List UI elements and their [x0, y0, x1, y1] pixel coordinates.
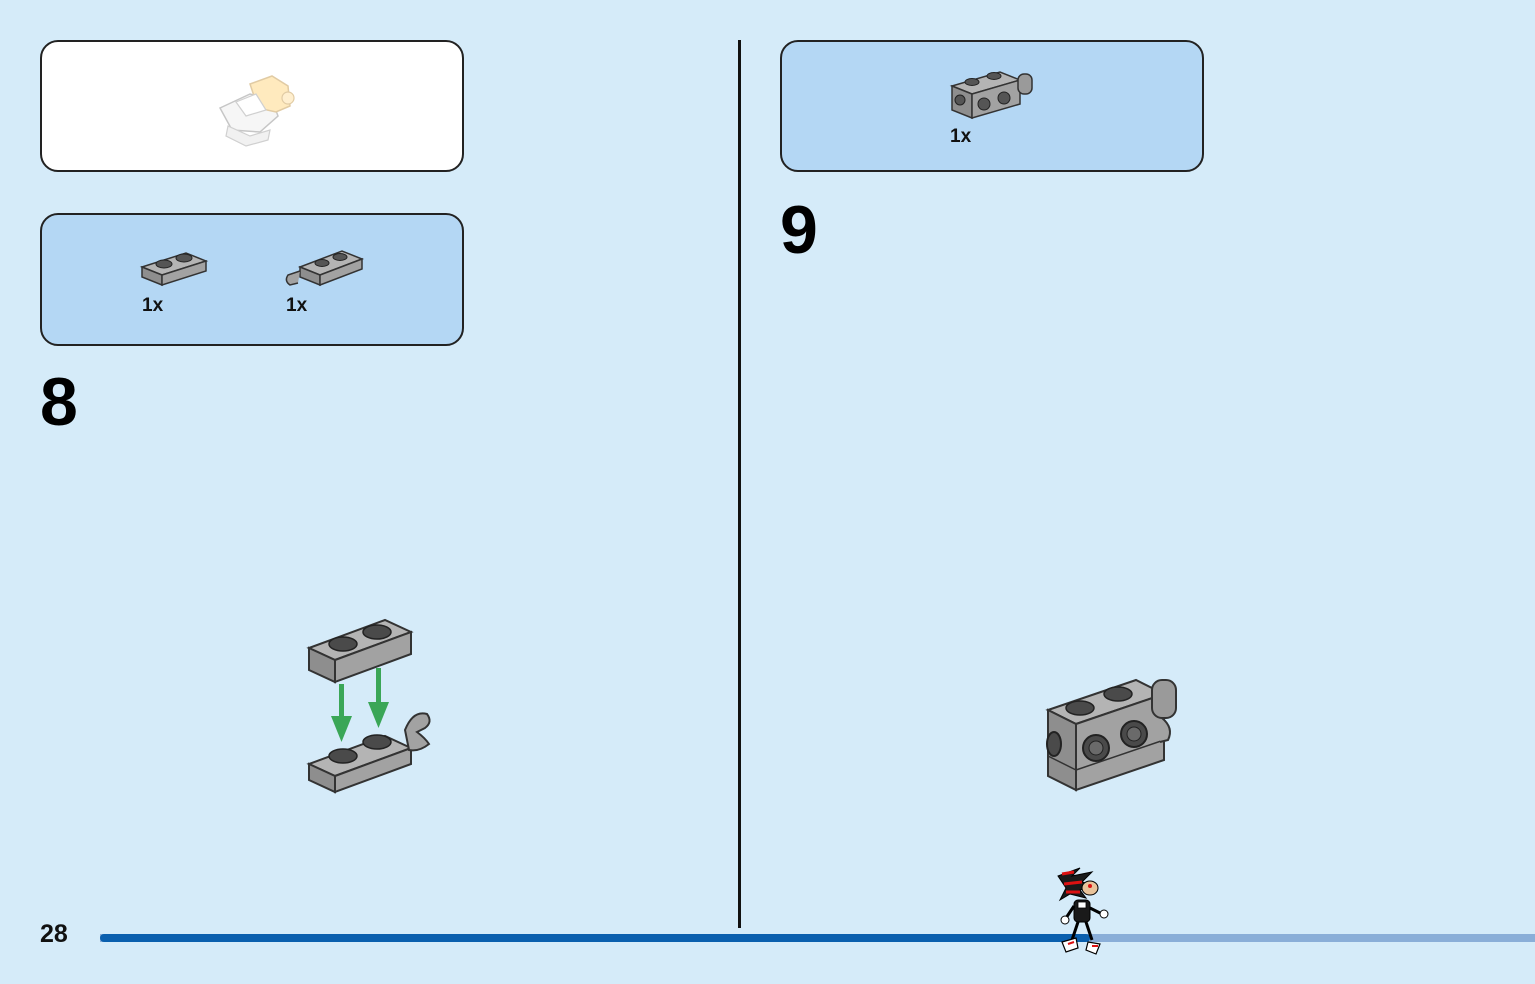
mascot-character-icon	[1057, 867, 1109, 955]
page-number: 28	[40, 920, 68, 948]
subassembly-icon	[218, 75, 295, 147]
progress-fill	[100, 934, 1091, 942]
part-qty: 1x	[950, 126, 972, 147]
step9-assembly-illustration	[1045, 678, 1177, 792]
page-divider	[738, 40, 741, 928]
step-number: 8	[40, 364, 78, 440]
plate-1x2-icon	[139, 252, 209, 287]
step8-parts-panel: 1x 1x	[40, 213, 464, 346]
arrow-down-icon	[331, 684, 352, 742]
part-qty: 1x	[286, 295, 308, 316]
plate-1x2-clip-icon	[285, 250, 365, 287]
progress-bar	[100, 934, 1535, 942]
step-number: 9	[780, 192, 818, 268]
subassembly-panel	[40, 40, 464, 172]
step8-assembly-illustration	[306, 618, 431, 794]
brick-studs-sides-icon	[949, 71, 1033, 120]
arrow-down-icon	[368, 668, 389, 728]
step9-parts-panel: 1x	[780, 40, 1204, 172]
part-qty: 1x	[142, 295, 164, 316]
